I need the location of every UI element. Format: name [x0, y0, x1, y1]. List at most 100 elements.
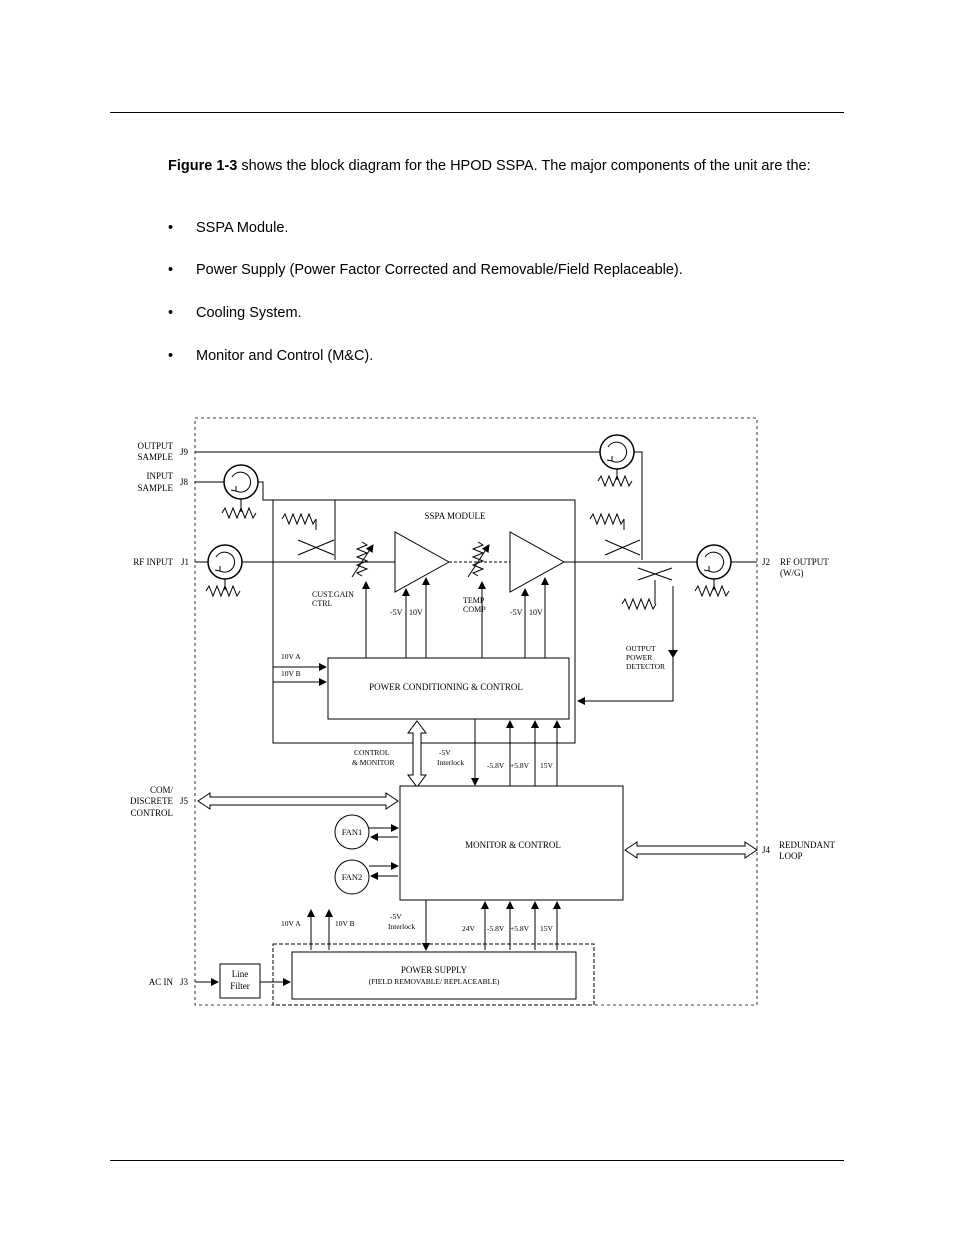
rf-output-label: (W/G): [780, 568, 804, 578]
resistor-icon: [597, 475, 633, 487]
fan-icon: [334, 814, 370, 850]
power-conditioning-label: POWER CONDITIONING & CONTROL: [369, 682, 523, 692]
cust-gain-label: CUST.GAIN: [312, 590, 354, 599]
monitor-control-label: MONITOR & CONTROL: [465, 840, 561, 850]
voltage-label: -5V: [510, 608, 523, 617]
port-j1-label: J1: [181, 557, 189, 567]
figure-reference: Figure 1-3: [168, 158, 238, 174]
line-filter-label: Filter: [230, 981, 250, 991]
power-supply-enclosure: [272, 943, 595, 1006]
port-j4-label: J4: [762, 845, 771, 855]
interlock-label: Interlock: [388, 922, 415, 931]
interlock-label: -5V: [390, 912, 402, 921]
bullet-icon: •: [168, 220, 174, 236]
resistor-icon: [205, 585, 241, 597]
header-rule: [110, 112, 844, 113]
com-discrete-label: DISCRETE: [130, 796, 174, 806]
ac-in-label: AC IN: [149, 977, 174, 987]
redundant-loop-label: REDUNDANT: [779, 840, 835, 850]
intro-text: shows the block diagram for the HPOD SSP…: [237, 158, 811, 174]
amplifier-icon: [509, 531, 566, 593]
bullet-text: Cooling System.: [196, 305, 302, 321]
coupler-icon: [637, 567, 673, 581]
coupler-icon: [604, 539, 641, 556]
fan-icon: [334, 859, 370, 895]
monitor-control-box: [399, 785, 624, 901]
com-discrete-label: COM/: [150, 785, 174, 795]
fan1-label: FAN1: [342, 827, 363, 837]
voltage-label: 15V: [540, 924, 554, 933]
port-j5-label: J5: [180, 796, 189, 806]
interlock-label: -5V: [439, 748, 451, 757]
resistor-icon: [221, 507, 257, 519]
line-filter-box: [219, 963, 261, 999]
input-sample-label: SAMPLE: [137, 483, 173, 493]
control-monitor-label: & MONITOR: [352, 758, 395, 767]
fan2-label: FAN2: [342, 872, 363, 882]
interlock-label: Interlock: [437, 758, 464, 767]
bullet-icon: •: [168, 348, 174, 364]
output-sample-label: SAMPLE: [137, 452, 173, 462]
bullet-text: Monitor and Control (M&C).: [196, 348, 374, 364]
bullet-text: Power Supply (Power Factor Corrected and…: [196, 262, 683, 278]
output-power-detector-label: DETECTOR: [626, 662, 665, 671]
variable-attenuator-icon: [356, 541, 368, 577]
sspa-module-box: [272, 499, 576, 744]
rf-input-label: RF INPUT: [133, 557, 173, 567]
port-j2-label: J2: [762, 557, 770, 567]
sspa-module-label: SSPA MODULE: [425, 511, 486, 521]
power-supply-label: POWER SUPPLY: [401, 965, 468, 975]
resistor-icon: [589, 513, 625, 525]
bidirectional-arrow-icon: [624, 841, 758, 859]
port-j3-label: J3: [180, 977, 189, 987]
bullet-text: SSPA Module.: [196, 220, 289, 236]
port-j8-label: J8: [180, 477, 189, 487]
footer-rule: [110, 1160, 844, 1161]
output-power-detector-label: OUTPUT: [626, 644, 656, 653]
circulator-icon: [696, 544, 732, 580]
temp-comp-label: COMP: [463, 605, 486, 614]
control-monitor-label: CONTROL: [354, 748, 390, 757]
redundant-loop-label: LOOP: [779, 851, 803, 861]
voltage-label: 10V B: [281, 669, 301, 678]
input-sample-label: INPUT: [147, 471, 174, 481]
intro-paragraph: Figure 1-3 shows the block diagram for t…: [168, 156, 838, 177]
power-supply-label: (FIELD REMOVABLE/ REPLACEABLE): [369, 977, 500, 986]
output-power-detector-label: POWER: [626, 653, 652, 662]
voltage-label: 10V: [409, 608, 423, 617]
voltage-label: +5.8V: [510, 761, 530, 770]
resistor-icon: [281, 513, 317, 525]
resistor-icon: [694, 585, 730, 597]
voltage-label: 24V: [462, 924, 476, 933]
voltage-label: -5V: [390, 608, 403, 617]
voltage-label: -5.8V: [487, 924, 505, 933]
voltage-label: 10V: [529, 608, 543, 617]
rf-output-label: RF OUTPUT: [780, 557, 829, 567]
bidirectional-arrow-icon: [407, 720, 427, 788]
variable-attenuator-icon: [472, 541, 484, 577]
cust-gain-label: CTRL: [312, 599, 333, 608]
circulator-icon: [599, 434, 635, 470]
bullet-icon: •: [168, 305, 174, 321]
power-supply-box: [291, 951, 577, 1000]
bidirectional-arrow-icon: [197, 792, 399, 810]
output-sample-label: OUTPUT: [138, 441, 174, 451]
voltage-label: 10V B: [335, 919, 355, 928]
voltage-label: 10V A: [281, 919, 301, 928]
voltage-label: -5.8V: [487, 761, 505, 770]
line-filter-label: Line: [232, 969, 249, 979]
circulator-icon: [207, 544, 243, 580]
coupler-icon: [297, 539, 335, 556]
power-conditioning-box: [327, 657, 570, 720]
temp-comp-label: TEMP: [463, 596, 485, 605]
resistor-icon: [621, 598, 657, 610]
amplifier-icon: [394, 531, 451, 593]
circulator-icon: [223, 464, 259, 500]
voltage-label: +5.8V: [510, 924, 530, 933]
com-discrete-label: CONTROL: [131, 808, 174, 818]
bullet-icon: •: [168, 262, 174, 278]
voltage-label: 10V A: [281, 652, 301, 661]
port-j9-label: J9: [180, 447, 189, 457]
voltage-label: 15V: [540, 761, 554, 770]
